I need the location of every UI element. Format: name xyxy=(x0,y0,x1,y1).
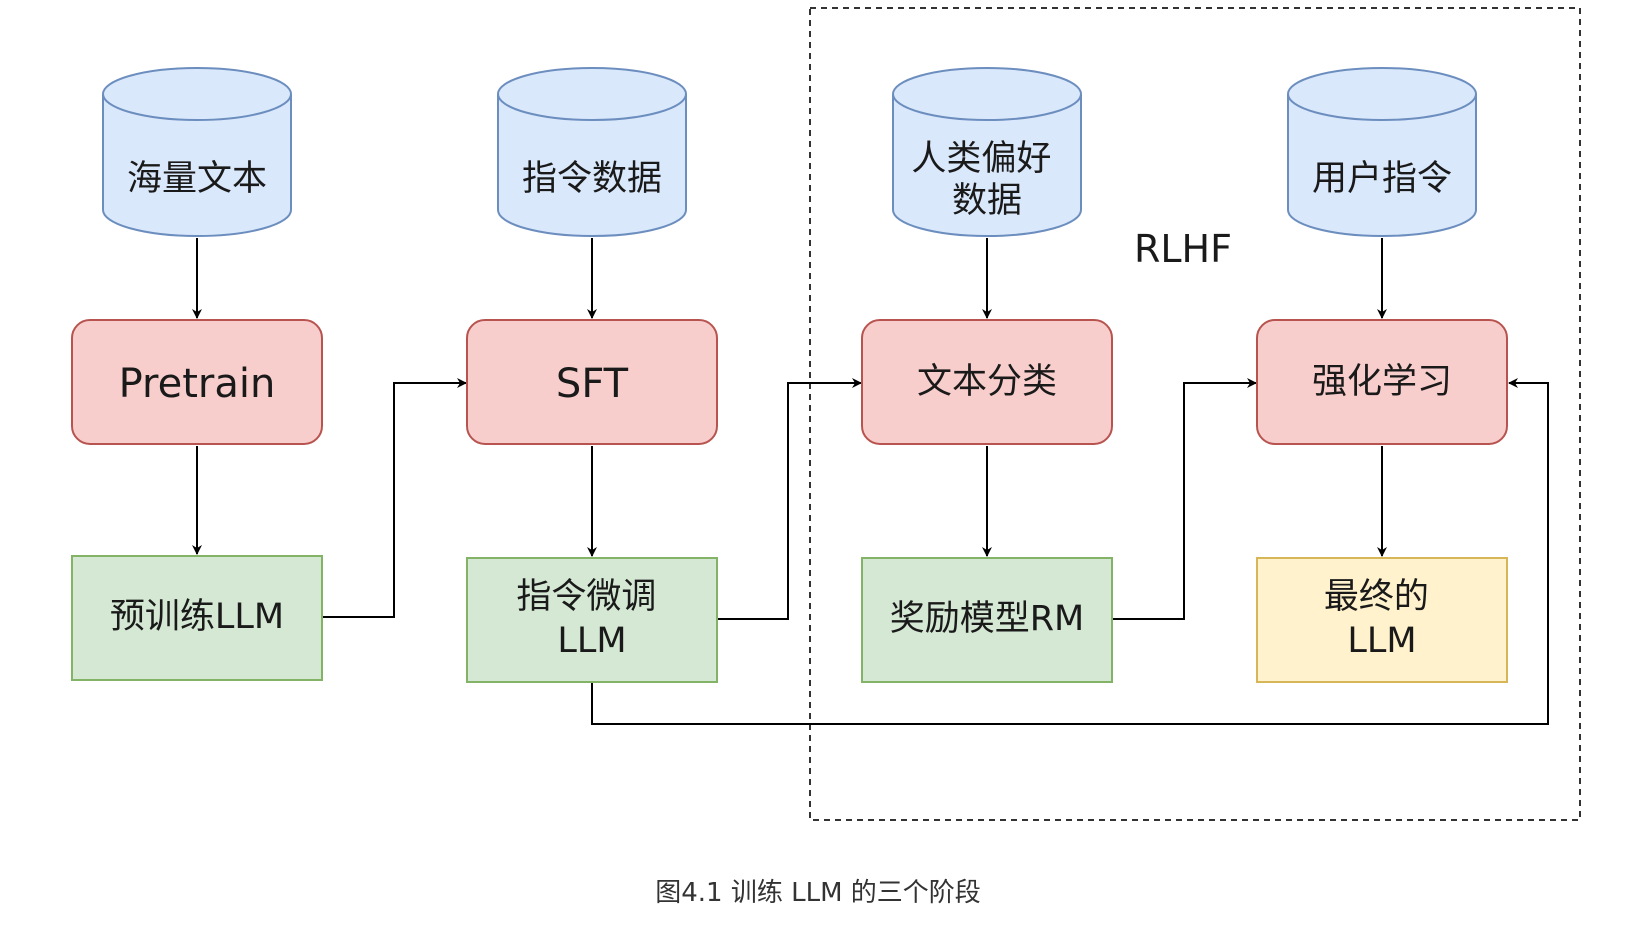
edge-pretrained-to-sft xyxy=(322,378,467,618)
process-text-classification: 文本分类 xyxy=(861,319,1113,445)
edge-instruct-to-classification xyxy=(717,378,862,620)
edge-reward-to-rl xyxy=(1111,378,1257,620)
database-instruction-data: 指令数据 xyxy=(497,67,687,237)
model-final-llm: 最终的 LLM xyxy=(1256,557,1508,683)
connectors xyxy=(192,238,1549,725)
edge-instruct-to-rl xyxy=(591,378,1549,725)
rlhf-label: RLHF xyxy=(1134,227,1232,271)
model-reward-model-label: 奖励模型RM xyxy=(890,599,1085,639)
rlhf-region xyxy=(809,7,1581,821)
database-massive-text-label: 海量文本 xyxy=(127,159,267,199)
process-reinforcement-learning: 强化学习 xyxy=(1256,319,1508,445)
database-human-preference-data-label: 人类偏好 数据 xyxy=(911,139,1062,221)
process-pretrain: Pretrain xyxy=(71,319,323,445)
process-sft: SFT xyxy=(466,319,718,445)
database-instruction-data-label: 指令数据 xyxy=(522,159,662,199)
model-pretrained-llm-label: 预训练LLM xyxy=(110,597,284,637)
database-massive-text: 海量文本 xyxy=(102,67,292,237)
model-instruct-llm-label: 指令微调 LLM xyxy=(516,577,667,661)
process-pretrain-label: Pretrain xyxy=(119,361,276,407)
model-reward-model: 奖励模型RM xyxy=(861,557,1113,683)
database-user-instructions-label: 用户指令 xyxy=(1312,159,1452,199)
model-pretrained-llm: 预训练LLM xyxy=(71,555,323,681)
model-final-llm-label: 最终的 LLM xyxy=(1324,577,1440,661)
database-human-preference-data: 人类偏好 数据 xyxy=(892,67,1082,237)
process-text-classification-label: 文本分类 xyxy=(917,362,1057,402)
model-instruct-llm: 指令微调 LLM xyxy=(466,557,718,683)
database-user-instructions: 用户指令 xyxy=(1287,67,1477,237)
process-reinforcement-learning-label: 强化学习 xyxy=(1312,362,1452,402)
process-sft-label: SFT xyxy=(556,361,629,407)
figure-caption: 图4.1 训练 LLM 的三个阶段 xyxy=(655,878,981,908)
